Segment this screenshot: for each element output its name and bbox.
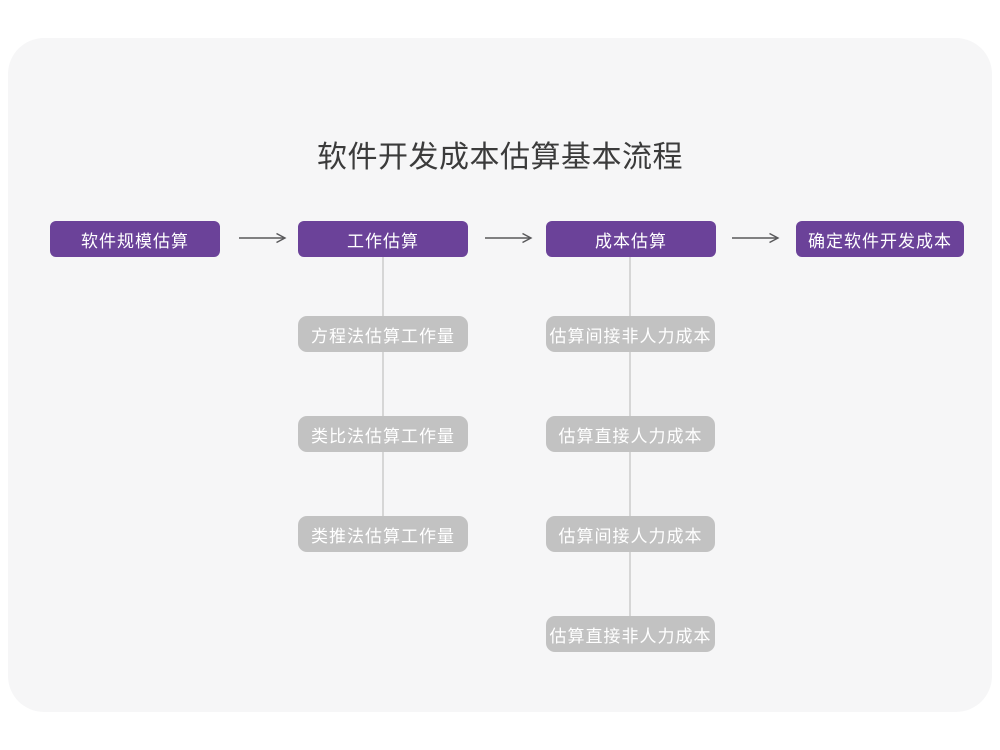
arrow-right-icon	[732, 232, 780, 244]
arrow-right-icon	[485, 232, 533, 244]
node-equation-method-workload: 方程法估算工作量	[298, 316, 468, 352]
node-software-scale-estimation: 软件规模估算	[50, 221, 220, 257]
node-analogy-method-workload: 类比法估算工作量	[298, 416, 468, 452]
connector-work-estimation-line	[382, 256, 384, 518]
node-work-estimation: 工作估算	[298, 221, 468, 257]
node-determine-software-dev-cost: 确定软件开发成本	[796, 221, 964, 257]
node-cost-estimation: 成本估算	[546, 221, 716, 257]
diagram-title: 软件开发成本估算基本流程	[317, 140, 683, 175]
node-indirect-labor-cost: 估算间接人力成本	[546, 516, 715, 552]
node-direct-labor-cost: 估算直接人力成本	[546, 416, 715, 452]
node-direct-non-labor-cost: 估算直接非人力成本	[546, 616, 715, 652]
flowchart-card: 软件开发成本估算基本流程 软件规模估算 工作估算 成本估算 确定软件开发成本 方…	[8, 38, 992, 712]
arrow-right-icon	[239, 232, 287, 244]
node-extrapolation-method-workload: 类推法估算工作量	[298, 516, 468, 552]
node-indirect-non-labor-cost: 估算间接非人力成本	[546, 316, 715, 352]
